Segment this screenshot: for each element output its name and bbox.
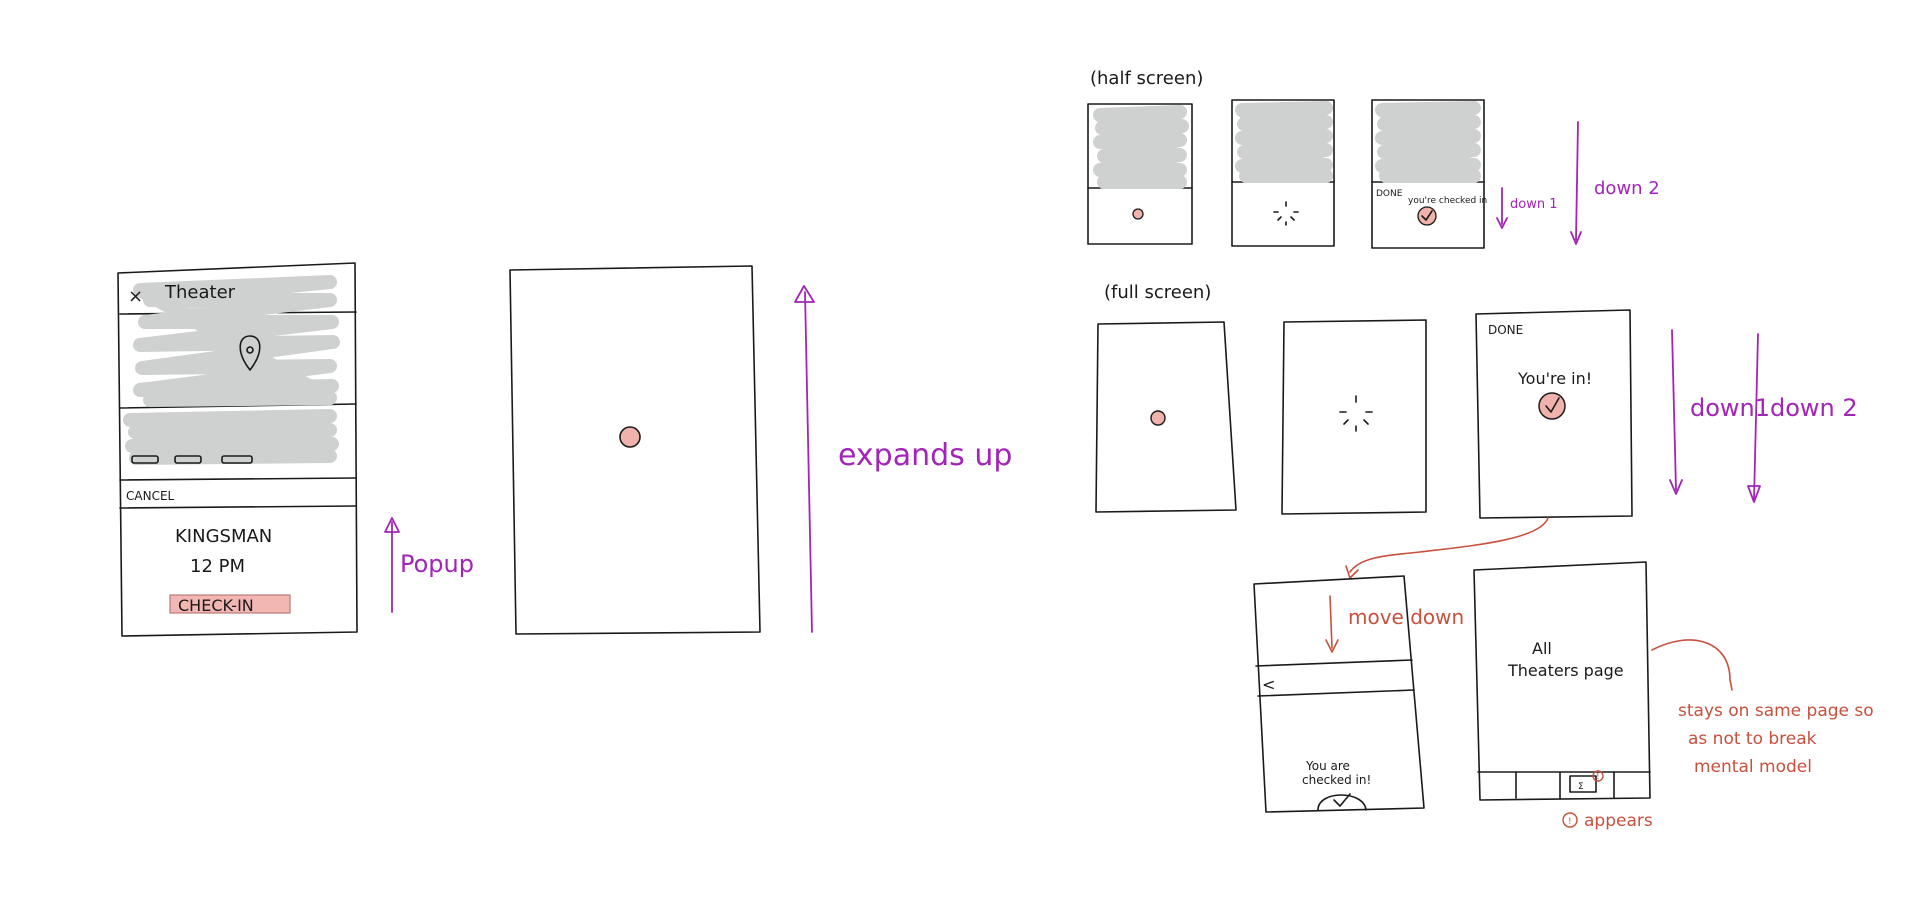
cancel-button[interactable]: CANCEL [126,489,175,503]
svg-text:Σ: Σ [1578,782,1584,792]
badge-symbol: ! [1596,772,1600,782]
loading-spinner-icon [1273,201,1299,226]
all-theaters-line-1: All [1532,639,1552,658]
note-line-2: as not to break [1688,729,1817,749]
half-screen-frame-3: DONE you're checked in [1371,99,1487,249]
movie-title: KINGSMAN [175,526,272,547]
check-icon [1333,793,1351,807]
notification-badge [1592,770,1604,782]
checked-in-line-1: You are [1305,759,1350,773]
half-screen-frame-1 [1087,103,1193,245]
ticket-tab-icon[interactable]: Σ [1569,775,1597,793]
info-circle-icon [1562,812,1578,828]
move-down-label: move down [1348,605,1464,629]
note-line-1: stays on same page so [1678,701,1874,721]
svg-text:!: ! [1568,817,1572,827]
half-down-1-arrow: down 1 [1496,187,1557,229]
half-down-1-label: down 1 [1510,197,1557,212]
movie-time: 12 PM [190,556,245,577]
checked-in-text: you're checked in [1408,196,1487,206]
popup-annotation: Popup [400,550,474,578]
full-down-1-label: down1 [1690,394,1770,422]
badge-appears-annotation: ! appears [1562,811,1653,831]
expands-up-annotation: expands up [838,438,1012,473]
check-in-button[interactable]: CHECK-IN [169,594,291,615]
map-pin-icon [239,335,261,371]
half-screen-frame-2 [1231,99,1335,247]
moved-down-screen-sketch: < move down You are checked in! [1253,575,1464,813]
popup-arrow-up [384,517,400,613]
showtime-chips [131,455,253,464]
done-button[interactable]: DONE [1488,323,1523,337]
full-screen-heading: (full screen) [1104,282,1211,303]
back-chevron-icon[interactable]: < [1262,675,1275,694]
done-button[interactable]: DONE [1376,189,1403,199]
full-screen-frame-3: DONE You're in! [1475,309,1633,519]
full-down-2-label: down 2 [1770,394,1858,422]
loading-dot [619,426,641,448]
move-down-arrow [1325,595,1339,653]
appears-label: appears [1584,811,1653,831]
expanding-screen-sketch: expands up [509,265,1012,635]
loading-dot [1150,410,1166,426]
youre-in-text: You're in! [1517,369,1592,388]
full-screen-sequence: (full screen) DONE You're in! [1095,282,1858,519]
loading-dot [1132,208,1144,220]
checked-in-line-2: checked in! [1302,773,1371,787]
half-screen-heading: (half screen) [1090,68,1203,89]
check-in-label: CHECK-IN [178,596,254,615]
full-screen-frame-2 [1281,319,1427,515]
flow-connector [1349,517,1549,573]
full-screen-frame-1 [1095,321,1237,513]
half-screen-sequence: (half screen) DONE you [1087,68,1660,249]
stays-on-page-annotation: stays on same page so as not to break me… [1651,639,1874,777]
all-theaters-screen-sketch: All Theaters page Σ ! [1473,561,1651,801]
half-down-2-arrow: down 2 [1570,121,1660,245]
check-circle-icon [1417,206,1437,226]
half-down-2-label: down 2 [1594,178,1660,199]
popup-card-sketch: × Theater CANCEL KINGSMAN 12 PM CHECK-IN… [117,262,474,637]
loading-spinner-icon [1339,395,1373,432]
note-line-3: mental model [1694,757,1812,777]
close-icon[interactable]: × [128,286,143,307]
check-circle-icon [1538,392,1566,420]
popup-header-title: Theater [164,282,236,303]
full-down-2-arrow: down 2 [1747,333,1858,503]
all-theaters-line-2: Theaters page [1507,661,1624,680]
